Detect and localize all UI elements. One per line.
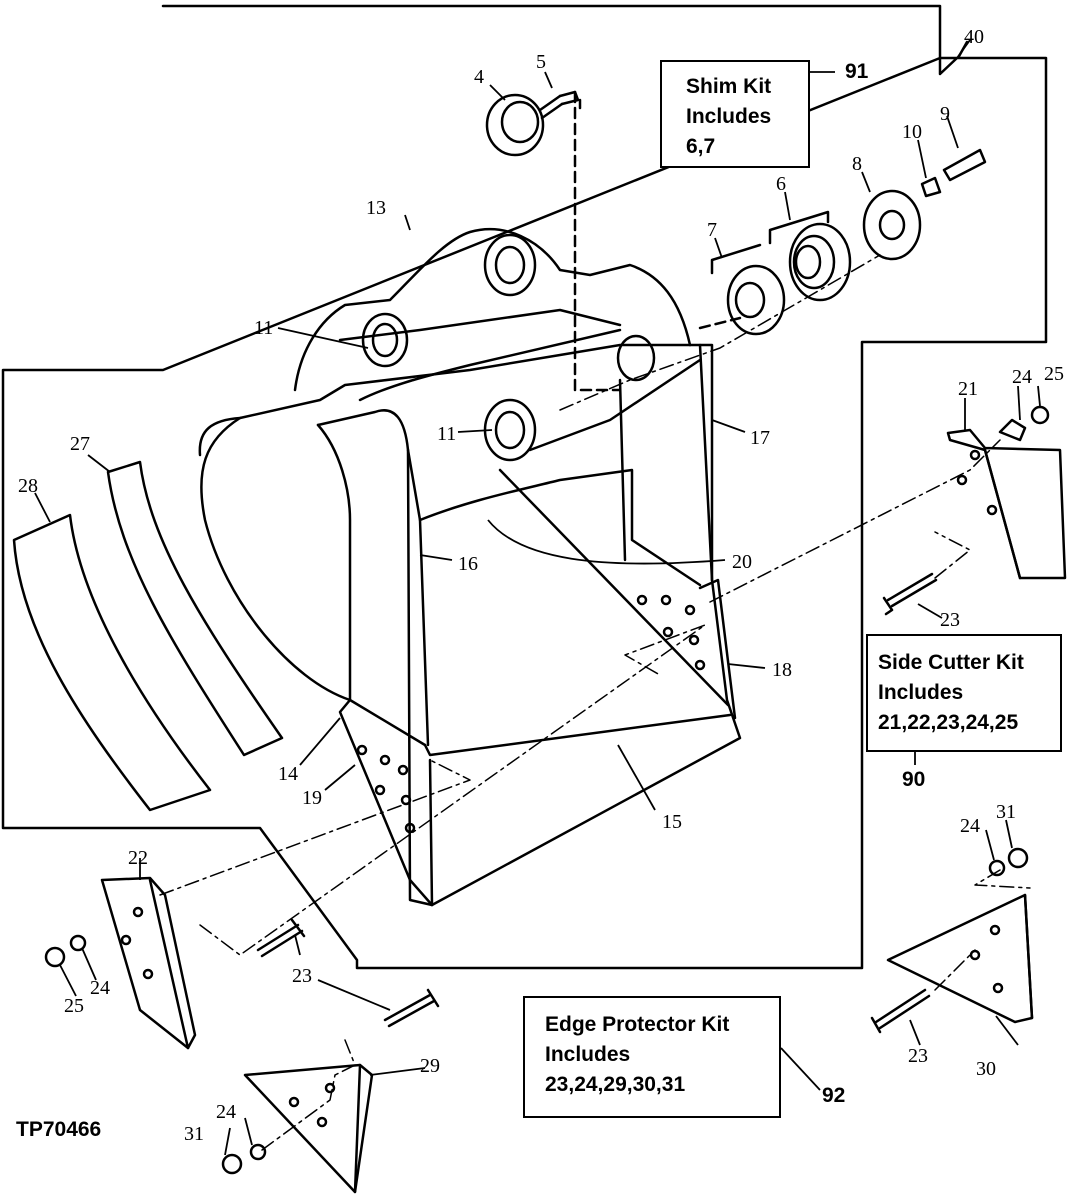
kit-number-91: 91 bbox=[845, 60, 869, 83]
callout-28: 28 bbox=[18, 475, 38, 497]
callout-19: 19 bbox=[302, 787, 322, 809]
callout-23a: 23 bbox=[940, 609, 960, 631]
callout-7: 7 bbox=[707, 219, 717, 241]
edge-protector-kit-box: Edge Protector Kit Includes 23,24,29,30,… bbox=[523, 996, 781, 1118]
edge-protector-30 bbox=[886, 847, 1034, 1024]
kit-includes: Includes bbox=[686, 105, 772, 128]
callout-21: 21 bbox=[958, 378, 978, 400]
callout-20: 20 bbox=[732, 551, 752, 573]
assembly-boundary bbox=[1, 4, 1048, 970]
alignment-lines bbox=[159, 254, 1031, 1151]
kit-number-90: 90 bbox=[902, 768, 925, 791]
callout-15: 15 bbox=[662, 811, 682, 833]
callout-25a: 25 bbox=[1044, 363, 1064, 385]
kit-number-92: 92 bbox=[822, 1084, 845, 1107]
callout-16: 16 bbox=[458, 553, 478, 575]
callout-4: 4 bbox=[474, 66, 484, 88]
bolts-23 bbox=[256, 572, 938, 1034]
kit-includes: Includes bbox=[878, 681, 964, 704]
callout-22: 22 bbox=[128, 847, 148, 869]
callout-29: 29 bbox=[420, 1055, 440, 1077]
wear-strip-27 bbox=[106, 460, 284, 757]
pin-4 bbox=[485, 90, 580, 157]
callout-5: 5 bbox=[536, 51, 546, 73]
callout-30: 30 bbox=[976, 1058, 996, 1080]
side-cutter-21 bbox=[946, 405, 1067, 580]
callout-17: 17 bbox=[750, 427, 770, 449]
side-cutter-22 bbox=[44, 876, 197, 1050]
callout-31b: 31 bbox=[996, 801, 1016, 823]
leader-lines bbox=[34, 39, 1041, 1156]
callout-8: 8 bbox=[852, 153, 862, 175]
kit-includes: Includes bbox=[545, 1043, 631, 1066]
callout-13: 13 bbox=[366, 197, 386, 219]
callout-10: 10 bbox=[902, 121, 922, 143]
kit-title: Side Cutter Kit bbox=[878, 651, 1024, 674]
wear-strip-28 bbox=[12, 513, 212, 812]
callout-9: 9 bbox=[940, 103, 950, 125]
callout-11a: 11 bbox=[254, 317, 273, 339]
callout-11b: 11 bbox=[437, 423, 456, 445]
callout-14: 14 bbox=[278, 763, 298, 785]
callout-23c: 23 bbox=[908, 1045, 928, 1067]
shim-parts bbox=[710, 148, 987, 336]
kit-parts: 6,7 bbox=[686, 135, 716, 158]
callout-31a: 31 bbox=[184, 1123, 204, 1145]
side-cutter-kit-box: Side Cutter Kit Includes 21,22,23,24,25 bbox=[866, 634, 1062, 752]
figure-id: TP70466 bbox=[16, 1118, 102, 1141]
shim-kit-box: Shim Kit Includes 6,7 bbox=[660, 60, 810, 168]
callout-24c: 24 bbox=[216, 1101, 236, 1123]
callout-24d: 24 bbox=[960, 815, 980, 837]
callout-6: 6 bbox=[776, 173, 786, 195]
kit-parts: 21,22,23,24,25 bbox=[878, 711, 1019, 734]
bucket-body bbox=[198, 227, 742, 907]
callout-25b: 25 bbox=[64, 995, 84, 1017]
kit-title: Shim Kit bbox=[686, 75, 772, 98]
callout-23b: 23 bbox=[292, 965, 312, 987]
callout-40: 40 bbox=[964, 26, 984, 48]
callout-27: 27 bbox=[70, 433, 90, 455]
callout-24b: 24 bbox=[90, 977, 110, 999]
edge-protector-29 bbox=[221, 1063, 374, 1194]
callout-18: 18 bbox=[772, 659, 792, 681]
kit-title: Edge Protector Kit bbox=[545, 1013, 730, 1036]
callout-24a: 24 bbox=[1012, 366, 1032, 388]
kit-parts: 23,24,29,30,31 bbox=[545, 1073, 686, 1096]
